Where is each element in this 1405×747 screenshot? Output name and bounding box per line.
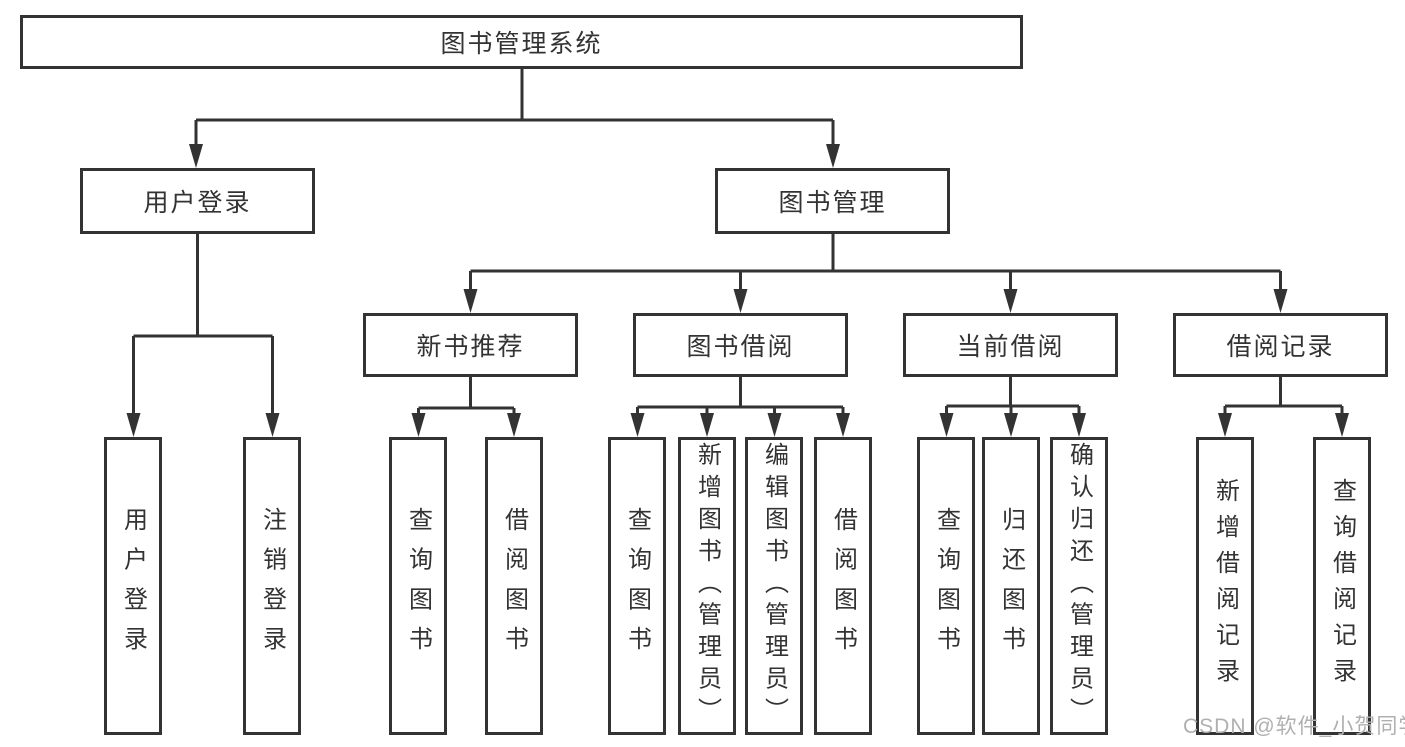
leaf-recommend-query-books: 查询图书 bbox=[389, 437, 447, 735]
leaf-borrowing-borrow-books: 借阅图书 bbox=[814, 437, 872, 735]
node-current-borrowing: 当前借阅 bbox=[903, 313, 1118, 377]
leaf-borrowing-query-books: 查询图书 bbox=[608, 437, 666, 735]
node-book-management: 图书管理 bbox=[715, 168, 950, 234]
leaf-recommend-borrow-books: 借阅图书 bbox=[485, 437, 543, 735]
leaf-records-add-record: 新增借阅记录 bbox=[1196, 437, 1254, 735]
leaf-borrowing-add-books-admin: 新增图书（管理员） bbox=[678, 437, 736, 735]
node-borrowing-records: 借阅记录 bbox=[1173, 313, 1388, 377]
leaf-current-query-books: 查询图书 bbox=[917, 437, 975, 735]
leaf-borrowing-edit-books-admin: 编辑图书（管理员） bbox=[745, 437, 803, 735]
leaf-user-login: 用户登录 bbox=[104, 437, 162, 735]
node-new-book-recommend: 新书推荐 bbox=[363, 313, 578, 377]
csdn-watermark: CSDN @软件_小贺同学 bbox=[1183, 715, 1405, 738]
node-book-borrowing: 图书借阅 bbox=[633, 313, 848, 377]
leaf-current-confirm-return-admin: 确认归还（管理员） bbox=[1050, 437, 1108, 735]
leaf-records-query-record: 查询借阅记录 bbox=[1313, 437, 1371, 735]
node-user-login: 用户登录 bbox=[80, 168, 315, 234]
leaf-current-return-books: 归还图书 bbox=[982, 437, 1040, 735]
leaf-logout: 注销登录 bbox=[243, 437, 301, 735]
node-root: 图书管理系统 bbox=[20, 15, 1023, 69]
